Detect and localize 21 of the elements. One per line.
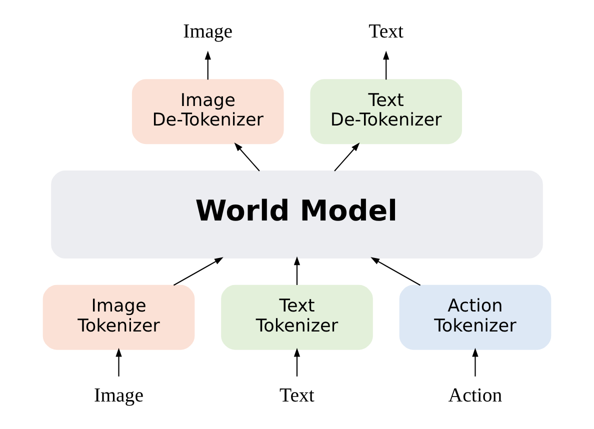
arrow [294, 256, 300, 285]
node-text: Text [368, 20, 404, 42]
node-box: Action Tokenizer [399, 284, 552, 350]
node-box: Text Tokenizer [221, 284, 373, 350]
arrow [294, 348, 300, 376]
node-text: Image [94, 384, 144, 406]
node-box: Text De-Tokenizer [310, 79, 462, 144]
node-box: World Model [51, 170, 543, 258]
node-text: Text [280, 384, 314, 406]
arrow [370, 257, 421, 286]
arrow [173, 257, 224, 286]
node-text: Image [183, 20, 233, 42]
arrow [383, 50, 390, 80]
arrow [116, 348, 122, 376]
arrow [204, 50, 211, 80]
node-box: Image Tokenizer [42, 284, 195, 350]
arrow [334, 142, 360, 172]
arrow [472, 348, 478, 376]
arrow [234, 142, 260, 172]
node-box: Image De-Tokenizer [132, 79, 284, 144]
node-text: Action [448, 384, 502, 406]
